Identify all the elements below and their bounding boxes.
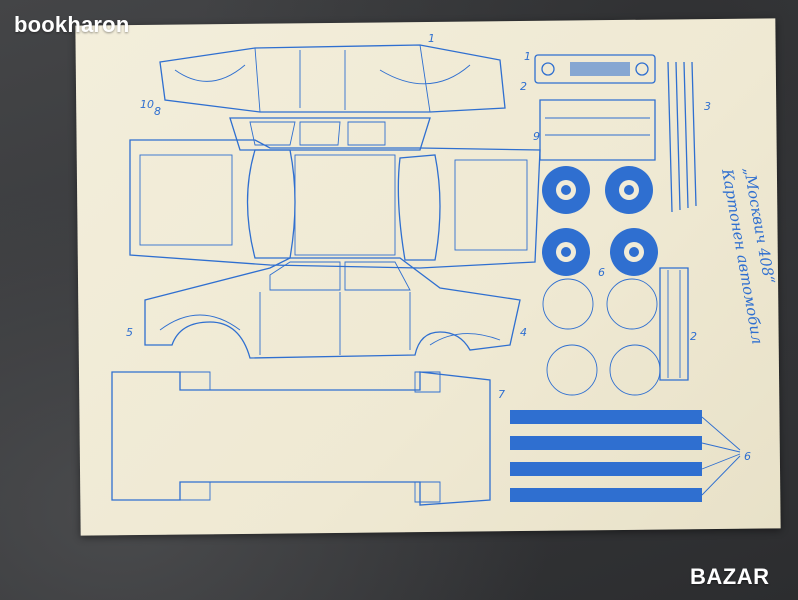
wheels-outline [542, 278, 661, 396]
label-8: 8 [154, 105, 161, 118]
bazar-logo: BAZAR [690, 564, 770, 589]
hood-trunk-panel [129, 139, 541, 269]
label-6-wheels: 6 [598, 266, 605, 279]
chassis-panel [111, 371, 491, 506]
tyre-tread-strips [510, 410, 741, 502]
roof-panel [159, 44, 506, 113]
side-body-panel [144, 257, 521, 359]
label-3: 3 [704, 100, 711, 113]
windshield-strip [229, 117, 431, 151]
label-2-bottom: 2 [690, 330, 697, 343]
wheels-filled [542, 166, 658, 276]
label-4: 4 [520, 326, 527, 339]
vertical-strips [659, 61, 697, 381]
label-9: 9 [533, 130, 540, 143]
front-panel-part [539, 99, 656, 161]
label-7: 7 [498, 388, 505, 401]
label-10: 10 [140, 98, 154, 111]
label-5: 5 [126, 326, 133, 339]
sheet-title: Картонен автомобил „Москвич 408“ [718, 166, 779, 346]
label-2-top: 2 [520, 80, 527, 93]
label-1-grille: 1 [524, 50, 531, 63]
grille-part [534, 54, 656, 84]
label-1-roof: 1 [428, 32, 435, 45]
label-6-treads: 6 [744, 450, 751, 463]
bookharon-watermark: bookharon [14, 12, 130, 37]
